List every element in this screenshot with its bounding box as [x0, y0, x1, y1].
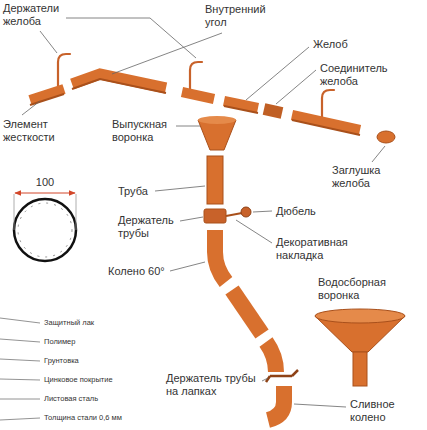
layer-label: Защитный лак: [44, 318, 94, 327]
inner-corner: [72, 74, 166, 88]
collecting-funnel-rim: [315, 309, 405, 323]
leader-line: [66, 18, 196, 58]
leader-line: [176, 126, 200, 127]
leader-line: [112, 33, 222, 74]
gutter-shade: [30, 94, 64, 105]
gutter-connector: [264, 109, 282, 113]
leader-line: [294, 404, 346, 407]
part-label: Труба: [118, 185, 148, 198]
pipe: [207, 156, 223, 204]
drain-elbow: [268, 386, 284, 420]
leader-line: [22, 101, 40, 115]
leader-line: [40, 31, 57, 53]
leader-line: [246, 47, 309, 100]
dimension-line: [15, 193, 75, 194]
part-label: Держатель трубы: [118, 214, 180, 240]
dowel-cap: [241, 207, 251, 217]
layer-leader: [0, 399, 40, 400]
gutter-holder: [322, 90, 334, 120]
part-label: Держатель трубы на лапках: [166, 372, 262, 398]
layer-leader: [0, 339, 40, 342]
dowel-rod: [226, 213, 242, 216]
part-label: Выпускная воронка: [112, 118, 178, 144]
part-label: Заглушка желоба: [332, 164, 404, 190]
pipe-cross-section-inner: [18, 203, 72, 257]
collecting-funnel-spout: [353, 352, 367, 386]
dimension-extension: [76, 194, 77, 230]
layer-leader: [0, 379, 40, 380]
layer-leader: [0, 318, 40, 323]
layer-label: Полимер: [44, 337, 75, 346]
leader-line: [170, 262, 205, 271]
leader-line: [372, 146, 385, 162]
pipe-holder: [204, 209, 226, 223]
part-label: Соединитель желоба: [320, 62, 402, 88]
leader-line: [180, 217, 203, 221]
pipe: [232, 290, 262, 334]
gutter-holder: [58, 54, 70, 86]
gutter-end-cap: [377, 131, 395, 143]
part-label: Желоб: [313, 38, 383, 51]
elbow: [266, 342, 276, 372]
leader-line: [262, 378, 268, 381]
part-label: Сливное колено: [350, 398, 416, 424]
layer-label: Толщина стали 0,6 мм: [44, 413, 122, 422]
dimension-extension: [14, 194, 15, 230]
dimension-label: 100: [25, 176, 65, 189]
pipe-cross-section: [14, 199, 76, 261]
gutter-segment: [30, 89, 64, 100]
gutter-shade: [292, 120, 360, 135]
gutter-segment: [182, 92, 214, 99]
leader-line: [253, 211, 272, 212]
part-label: Водосборная воронка: [318, 276, 396, 302]
gutter-holder: [190, 62, 202, 92]
part-label: Внутренний угол: [205, 3, 277, 29]
outlet-funnel: [198, 120, 236, 150]
layer-label: Листовая сталь: [44, 394, 98, 403]
part-label: Декоративная накладка: [276, 236, 372, 262]
elbow-60: [215, 230, 226, 282]
leader-line: [155, 186, 205, 191]
layer-leader: [0, 359, 40, 361]
gutter-shade: [72, 79, 166, 93]
part-label: Колено 60°: [108, 265, 165, 278]
layer-label: Грунтовка: [44, 356, 79, 365]
pipe-holder-legs: [266, 370, 298, 382]
leader-line: [276, 70, 316, 104]
part-label: Держатели желоба: [3, 2, 65, 28]
outlet-funnel-rim: [198, 116, 236, 124]
part-label: Элемент жесткости: [3, 118, 63, 144]
leader-line: [236, 220, 272, 243]
layer-label: Цинковое покрытие: [44, 375, 113, 384]
gutter-shade: [224, 106, 258, 113]
part-label: Дюбель: [276, 205, 316, 218]
layer-leader: [0, 418, 40, 420]
